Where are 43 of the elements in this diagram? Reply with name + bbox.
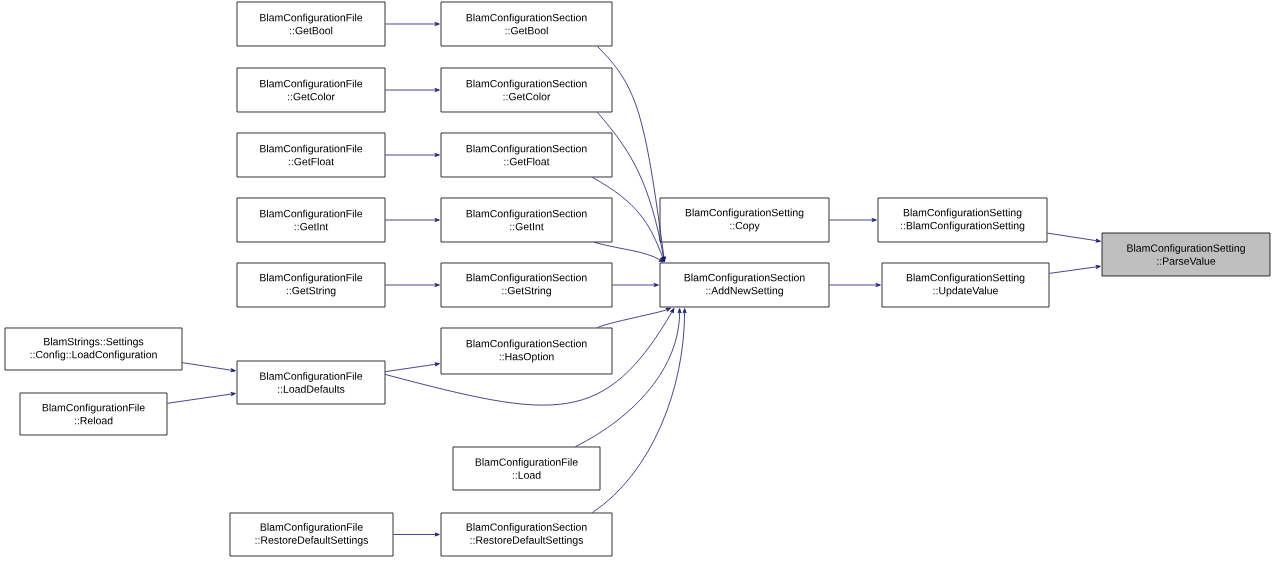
arrow <box>592 308 687 513</box>
arrow <box>1049 264 1101 274</box>
function-box: BlamConfigurationSection ::GetBool <box>440 1 613 47</box>
arrow <box>597 307 671 328</box>
function-box: BlamConfigurationSetting ::UpdateValue <box>881 262 1050 308</box>
arrow <box>1047 232 1101 243</box>
arrow <box>829 283 881 287</box>
function-box: BlamConfigurationSection ::GetInt <box>440 197 613 243</box>
arrow <box>594 242 664 263</box>
arrow <box>385 22 440 26</box>
highlighted-function-box: BlamConfigurationSetting ::ParseValue <box>1101 232 1271 277</box>
function-box: BlamConfigurationFile ::GetFloat <box>236 132 386 178</box>
function-box: BlamConfigurationFile ::RestoreDefaultSettings <box>229 512 394 557</box>
arrow <box>612 283 659 287</box>
function-box: BlamStrings::Settings ::Config::LoadConfiguration <box>4 327 183 371</box>
function-box: BlamConfigurationFile ::LoadDefaults <box>236 360 386 405</box>
function-box: BlamConfigurationSection ::HasOption <box>440 327 613 375</box>
function-box: BlamConfigurationSection ::RestoreDefaultSettings <box>440 512 613 557</box>
function-box: BlamConfigurationFile ::GetBool <box>236 1 386 47</box>
function-box: BlamConfigurationFile ::Load <box>452 446 601 491</box>
arrow <box>829 218 877 222</box>
arrow <box>597 46 666 262</box>
arrow <box>385 362 440 373</box>
arrow <box>385 308 675 406</box>
function-box: BlamConfigurationFile ::GetInt <box>236 197 386 243</box>
function-box: BlamConfigurationFile ::Reload <box>19 392 168 436</box>
arrow <box>393 532 440 537</box>
function-box: BlamConfigurationSetting ::BlamConfigurationSetting <box>877 197 1048 243</box>
function-box: BlamConfigurationSection ::GetString <box>440 262 613 308</box>
function-box: BlamConfigurationSection ::AddNewSetting <box>659 262 830 308</box>
function-box: BlamConfigurationSetting ::Copy <box>659 197 830 243</box>
function-box: BlamConfigurationFile ::GetString <box>236 262 386 308</box>
function-box: BlamConfigurationFile ::GetColor <box>236 67 386 113</box>
arrow <box>167 392 236 404</box>
arrow <box>385 87 440 92</box>
arrow <box>385 218 440 222</box>
arrow <box>385 153 440 157</box>
arrow <box>575 308 682 447</box>
arrow <box>385 283 440 287</box>
arrow <box>182 362 236 373</box>
arrow <box>592 177 665 262</box>
function-box: BlamConfigurationSection ::GetColor <box>440 67 613 113</box>
function-box: BlamConfigurationSection ::GetFloat <box>440 132 613 178</box>
